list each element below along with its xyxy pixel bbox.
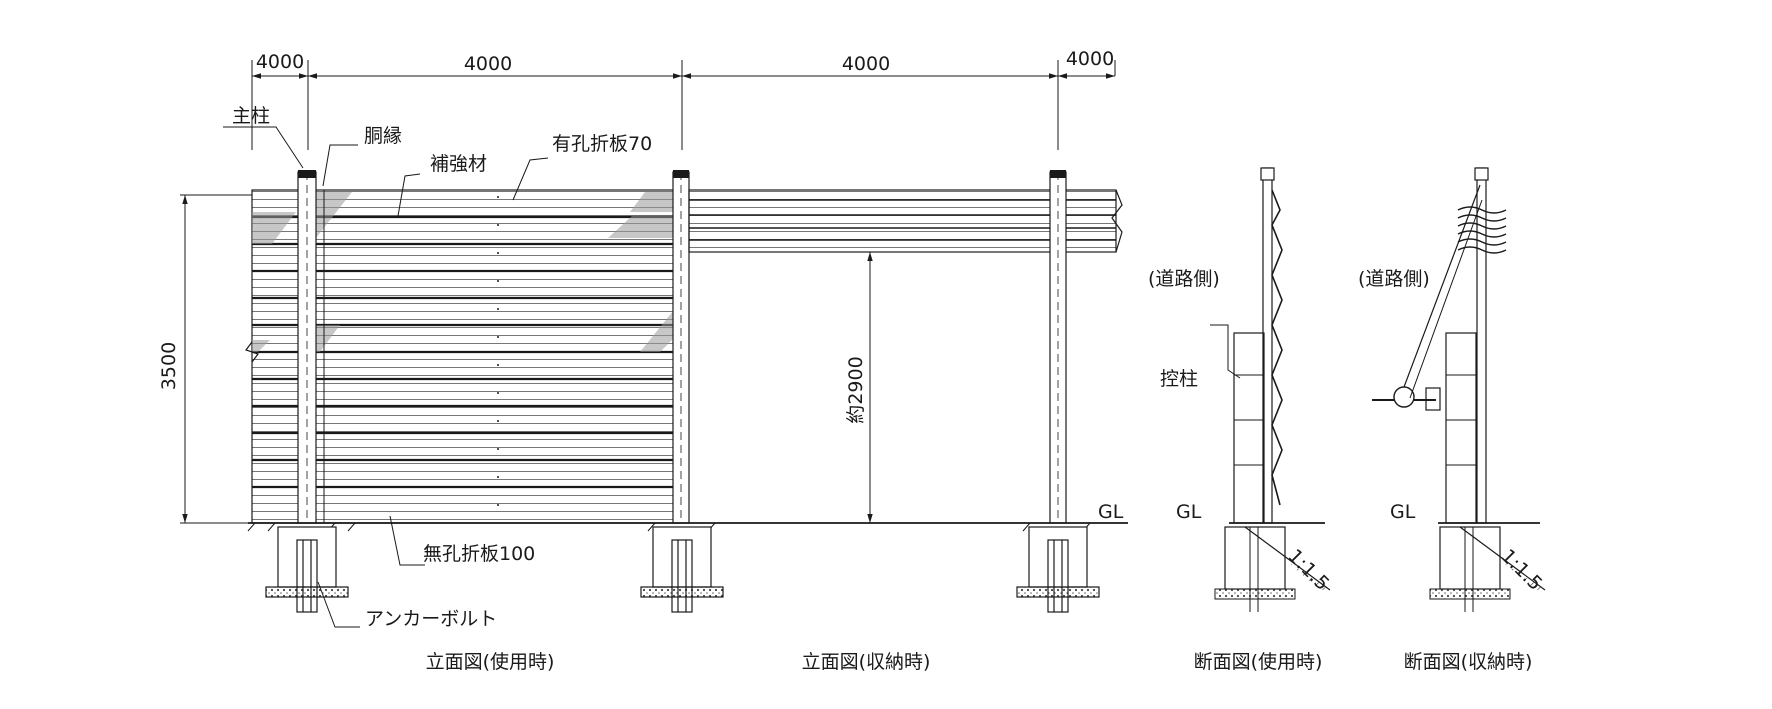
height-dimension-line — [180, 194, 252, 524]
solid-panel-label: 無孔折板100 — [423, 543, 535, 565]
span-dimension-4: 4000 — [1066, 48, 1114, 70]
elevation-stored-view — [688, 170, 1123, 524]
gl-label-section-1: GL — [1176, 501, 1202, 523]
caption-elevation-in-use: 立面図(使用時) — [426, 651, 555, 673]
leader-lines-elevation — [223, 126, 549, 628]
height-dimension-text: 3500 — [158, 342, 180, 390]
main-post-label: 主柱 — [232, 105, 270, 127]
foundations-elevation — [265, 526, 1100, 613]
caption-section-in-use: 断面図(使用時) — [1194, 651, 1323, 673]
gl-label-elevation: GL — [1098, 501, 1124, 523]
span-dimension-1: 4000 — [256, 51, 304, 73]
elevation-in-use-view — [245, 170, 690, 524]
caption-section-stored: 断面図(収納時) — [1404, 651, 1533, 673]
body-edge-label: 胴縁 — [364, 125, 402, 147]
gl-label-section-2: GL — [1390, 501, 1416, 523]
span-dimension-3: 4000 — [842, 53, 890, 75]
storage-clearance-text: 約2900 — [845, 356, 867, 423]
road-side-label-2: (道路側) — [1358, 268, 1430, 290]
reinforcement-label: 補強材 — [430, 153, 487, 175]
brace-post-label: 控柱 — [1160, 368, 1198, 390]
section-stored-view — [1372, 167, 1546, 612]
perforated-panel-label: 有孔折板70 — [552, 133, 652, 155]
caption-elevation-stored: 立面図(収納時) — [802, 651, 931, 673]
anchor-bolt-label: アンカーボルト — [365, 608, 497, 630]
span-dimension-2: 4000 — [464, 53, 512, 75]
road-side-label-1: (道路側) — [1148, 268, 1220, 290]
section-in-use-view — [1210, 167, 1331, 612]
top-dimension-line — [251, 60, 1116, 150]
